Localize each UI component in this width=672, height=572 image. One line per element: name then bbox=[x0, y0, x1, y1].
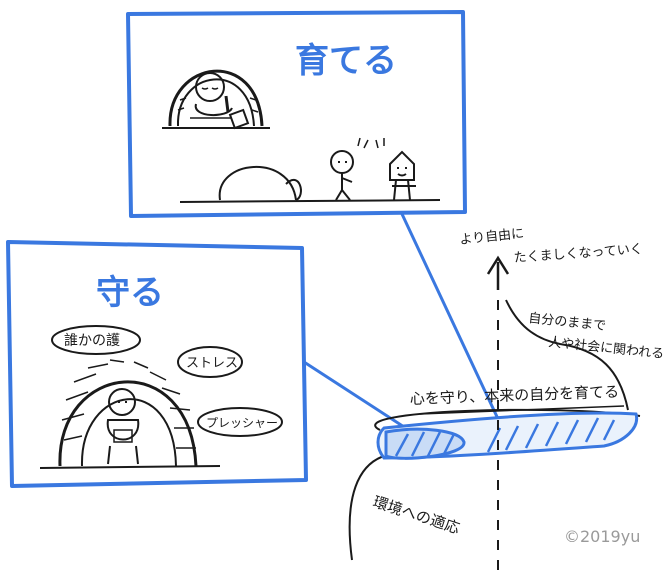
person-sitting bbox=[106, 388, 140, 465]
road-bottom-label: 環境への適応 bbox=[371, 493, 462, 538]
road-side-label-2: 人や社会に関われる bbox=[548, 334, 665, 362]
road-side-label-1: 自分のままで bbox=[528, 311, 607, 334]
bubble-pressure: プレッシャー bbox=[197, 407, 283, 437]
panel-protect: 守る 誰かの護 ストレス プレッシャー bbox=[6, 240, 308, 488]
arrow-up-icon bbox=[486, 255, 510, 290]
panel-protect-frame bbox=[6, 240, 308, 488]
road-top-label-2: たくましくなっていく bbox=[513, 242, 643, 266]
connector-lines bbox=[303, 213, 508, 438]
panel-grow: 育てる bbox=[126, 10, 467, 218]
panel-grow-title: 育てる bbox=[295, 41, 397, 81]
arch-shelter-top bbox=[162, 69, 270, 129]
person-reading bbox=[190, 72, 250, 130]
road-label-underline bbox=[419, 405, 625, 415]
person-walking bbox=[330, 137, 369, 201]
panel-grow-frame bbox=[126, 10, 467, 218]
svg-text:誰かの護: 誰かの護 bbox=[64, 333, 120, 349]
ground-dome bbox=[179, 165, 441, 203]
bubble-who: 誰かの護 bbox=[51, 325, 141, 355]
panel-protect-title: 守る bbox=[96, 273, 164, 313]
house-figure bbox=[375, 138, 416, 201]
bubble-stress: ストレス bbox=[177, 346, 243, 378]
svg-text:ストレス: ストレス bbox=[186, 356, 238, 371]
arch-shelter-left bbox=[39, 359, 221, 469]
road-diagram: 心を守り、本来の自分を育てる 環境への適応 自分のままで 人や社会に関われる よ… bbox=[348, 226, 665, 572]
road-right-edge bbox=[505, 299, 629, 411]
connector-top bbox=[400, 213, 508, 437]
svg-text:プレッシャー: プレッシャー bbox=[206, 416, 278, 430]
road-hatching bbox=[394, 417, 616, 457]
road-label: 心を守り、本来の自分を育てる bbox=[410, 383, 620, 408]
copyright-watermark: ©2019yu bbox=[564, 527, 640, 546]
road-top-label-1: より自由に bbox=[459, 226, 525, 248]
connector-left bbox=[303, 360, 419, 438]
